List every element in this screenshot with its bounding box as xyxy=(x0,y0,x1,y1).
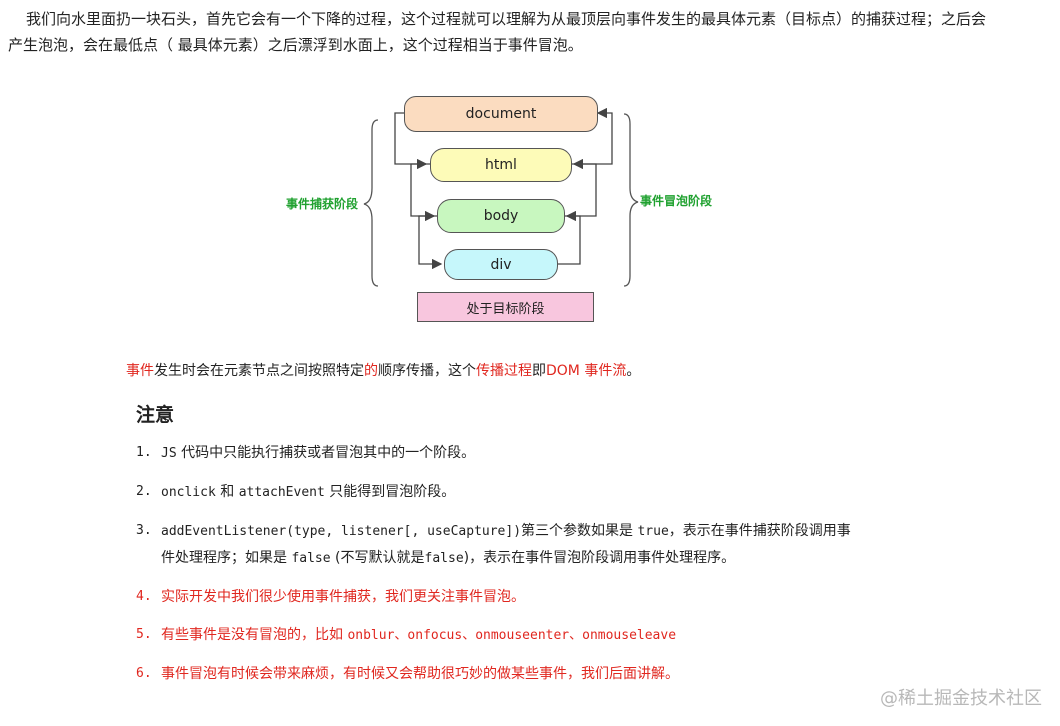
item-text: 实际开发中我们很少使用事件捕获，我们更关注事件冒泡。 xyxy=(161,589,525,605)
list-number: 1. xyxy=(136,445,152,460)
list-item: 4. 实际开发中我们很少使用事件捕获，我们更关注事件冒泡。 xyxy=(136,584,856,610)
flow-term-event: 事件 xyxy=(126,363,154,379)
html-label: html xyxy=(485,157,517,173)
div-label: div xyxy=(490,256,512,273)
list-item: 1. JS 代码中只能执行捕获或者冒泡其中的一个阶段。 xyxy=(136,440,856,467)
code-text: onclick xyxy=(161,485,216,500)
flow-text: 。 xyxy=(626,363,641,379)
list-number: 3. xyxy=(136,523,152,538)
code-text: false xyxy=(424,551,464,566)
list-number: 2. xyxy=(136,484,152,499)
intro-paragraph: 我们向水里面扔一块石头，首先它会有一个下降的过程，这个过程就可以理解为从最顶层向… xyxy=(8,10,987,54)
item-text: 代码中只能执行捕获或者冒泡其中的一个阶段。 xyxy=(176,445,476,461)
body-label: body xyxy=(483,208,519,224)
list-item: 6. 事件冒泡有时候会带来麻烦，有时候又会帮助很巧妙的做某些事件，我们后面讲解。 xyxy=(136,661,856,687)
document-label: document xyxy=(465,106,537,122)
list-item: 3. addEventListener(type, listener[, use… xyxy=(136,518,856,572)
note-heading: 注意 xyxy=(136,404,175,426)
item-text: 只能得到冒泡阶段。 xyxy=(324,484,456,500)
item-text: ，表示在事件捕获阶段调用事件处理程序；如果是 xyxy=(161,523,851,566)
flow-term-dom-event-flow: DOM 事件流 xyxy=(546,363,627,379)
watermark: @稀土掘金技术社区 xyxy=(880,688,1042,709)
capture-phase-label: 事件捕获阶段 xyxy=(286,197,359,211)
item-text: 事件冒泡有时候会带来麻烦，有时候又会帮助很巧妙的做某些事件，我们后面讲解。 xyxy=(161,666,679,682)
flow-term-propagation: 传播过程 xyxy=(476,363,532,379)
item-text: 和 xyxy=(215,484,239,500)
target-phase-label: 处于目标阶段 xyxy=(466,301,545,317)
code-text: onblur、onfocus、onmouseenter、onmouseleave xyxy=(347,628,677,643)
item-text: )，表示在事件冒泡阶段调用事件处理程序。 xyxy=(463,550,736,566)
flow-text: 发生时会在元素节点之间按照特定 xyxy=(154,363,364,379)
html-node: html xyxy=(430,148,572,182)
flow-text: 顺序传播，这个 xyxy=(378,363,476,379)
document-node: document xyxy=(404,96,598,132)
item-text: (不写默认就是 xyxy=(330,550,425,566)
list-item: 2. onclick 和 attachEvent 只能得到冒泡阶段。 xyxy=(136,479,856,506)
item-text: 有些事件是没有冒泡的，比如 xyxy=(161,627,348,643)
code-text: false xyxy=(291,551,331,566)
code-text: addEventListener(type, listener[, useCap… xyxy=(161,524,522,539)
notes-list: 1. JS 代码中只能执行捕获或者冒泡其中的一个阶段。 2. onclick 和… xyxy=(136,440,856,687)
list-item: 5. 有些事件是没有冒泡的，比如 onblur、onfocus、onmousee… xyxy=(136,622,856,649)
event-flow-diagram: document html body div 事件捕获阶段 事件冒泡阶段 处于目… xyxy=(280,88,760,338)
body-node: body xyxy=(437,199,565,233)
item-text: 第三个参数如果是 xyxy=(521,523,638,539)
bubble-phase-label: 事件冒泡阶段 xyxy=(640,194,713,208)
code-text: JS xyxy=(161,446,177,461)
flow-text-red: 的 xyxy=(364,363,378,379)
div-node: div xyxy=(444,249,558,280)
list-number: 4. xyxy=(136,589,152,604)
list-number: 5. xyxy=(136,627,152,642)
flow-text: 即 xyxy=(532,363,546,379)
target-phase-box: 处于目标阶段 xyxy=(417,292,594,322)
code-text: attachEvent xyxy=(238,485,325,500)
event-flow-sentence: 事件发生时会在元素节点之间按照特定的顺序传播，这个传播过程即DOM 事件流。 xyxy=(126,360,640,380)
code-text: true xyxy=(637,524,669,539)
diagram-connectors xyxy=(363,107,639,287)
list-number: 6. xyxy=(136,666,152,681)
